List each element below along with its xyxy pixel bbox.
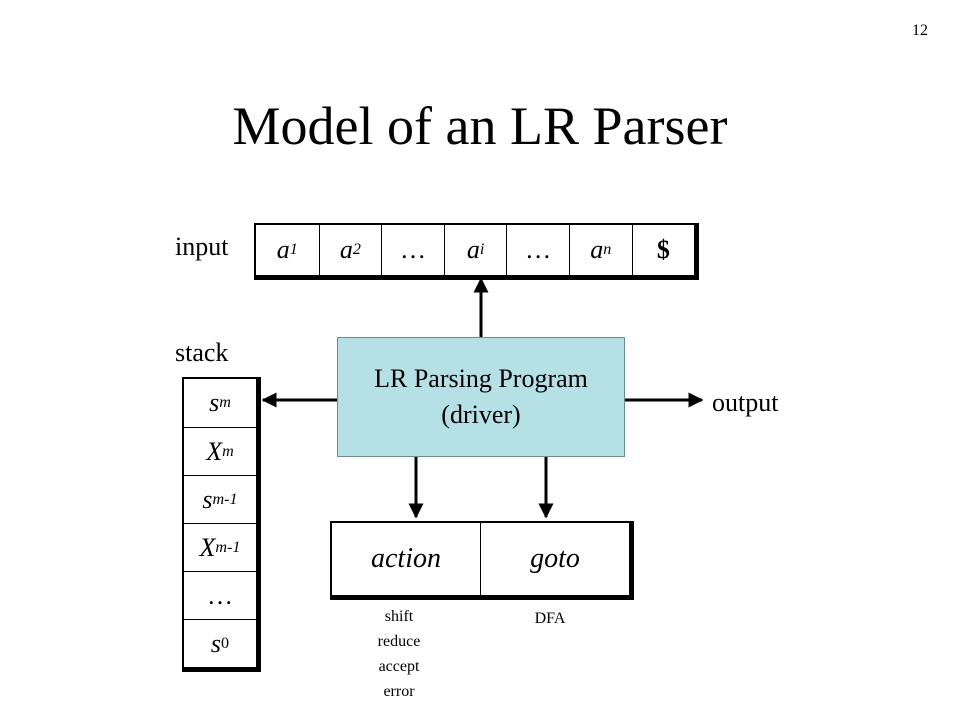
driver-subtitle: (driver) [441, 400, 521, 429]
action-note-accept: accept [378, 658, 420, 675]
lr-parsing-program-box: LR Parsing Program (driver) [337, 337, 625, 457]
output-label: output [712, 388, 779, 417]
action-note-reduce: reduce [377, 633, 421, 650]
action-table-cell: action [371, 543, 441, 574]
page-number: 12 [912, 22, 928, 39]
stack-label: stack [175, 338, 229, 367]
input-cell: … [381, 225, 444, 275]
action-notes: shift reduce accept error [345, 604, 453, 704]
input-cell: … [506, 225, 569, 275]
input-cell: $ [631, 225, 695, 275]
goto-note: DFA [534, 610, 566, 627]
input-label: input [175, 232, 229, 261]
stack-cell: … [184, 571, 256, 619]
parsing-table: action goto [330, 521, 634, 600]
driver-title: LR Parsing Program [374, 364, 588, 393]
action-note-error: error [383, 683, 415, 700]
slide-title: Model of an LR Parser [232, 96, 728, 156]
action-note-shift: shift [384, 608, 414, 625]
goto-table-cell: goto [480, 523, 629, 595]
